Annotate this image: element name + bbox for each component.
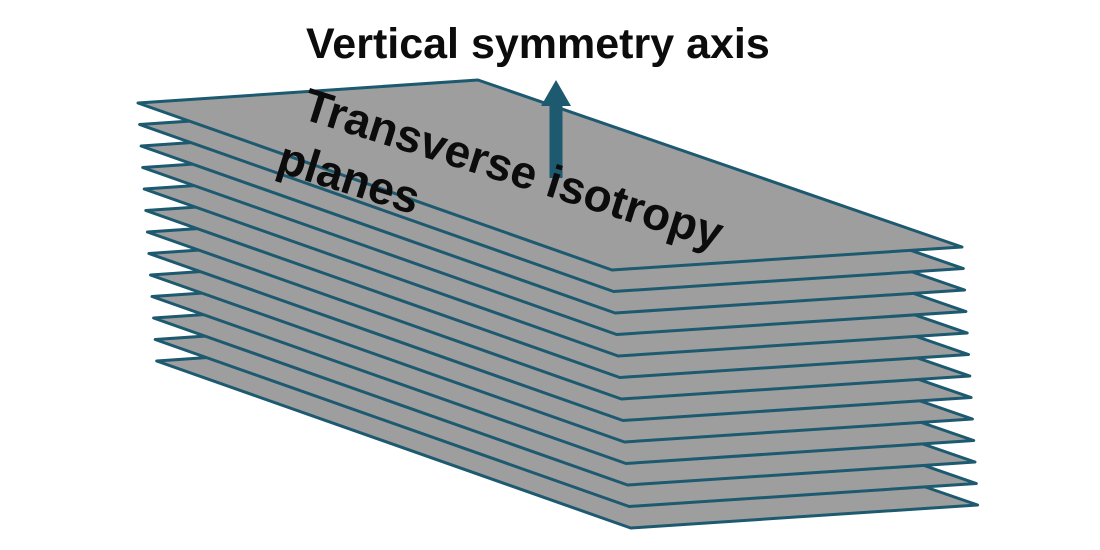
arrow-head (541, 80, 571, 106)
symmetry-axis-arrow (541, 80, 571, 178)
plane-stack (136, 78, 980, 530)
axis-label: Vertical symmetry axis (306, 20, 770, 68)
